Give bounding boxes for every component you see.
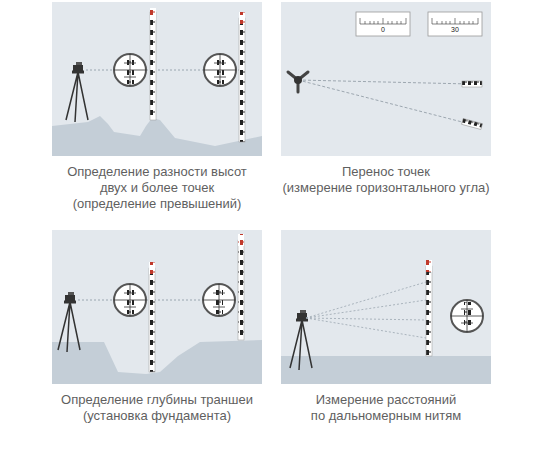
caption-text: (определение превышений): [37, 196, 277, 212]
caption-text: (измерение горизонтального угла): [266, 180, 506, 196]
illustration-panel: Измерение расстояний по дальномерным нит…: [281, 230, 491, 384]
scale-number: 0: [381, 26, 385, 34]
panel-ground: [52, 230, 262, 384]
caption-text: Перенос точек: [266, 164, 506, 180]
illustration-panel: Перенос точек(измерение горизонтального …: [281, 2, 491, 156]
panel-ground: [281, 2, 491, 156]
panel-ground: [281, 230, 491, 384]
illustration-panel: Определение разности высот двух и более …: [52, 2, 262, 156]
caption: Определение разности высот двух и более …: [32, 164, 282, 212]
caption: Определение глубины траншеи(установка фу…: [32, 392, 282, 424]
caption: Перенос точек(измерение горизонтального …: [261, 164, 511, 196]
caption: Измерение расстояний по дальномерным нит…: [261, 392, 511, 424]
illustration-panel: Определение глубины траншеи(установка фу…: [52, 230, 262, 384]
caption-text: Определение глубины траншеи: [37, 392, 277, 408]
caption-text: (установка фундамента): [37, 408, 277, 424]
caption-text: Определение разности высот двух и более …: [57, 164, 257, 196]
panel-ground: [52, 2, 262, 156]
caption-text: Измерение расстояний по дальномерным нит…: [310, 392, 462, 424]
scale-number: 30: [451, 26, 459, 34]
